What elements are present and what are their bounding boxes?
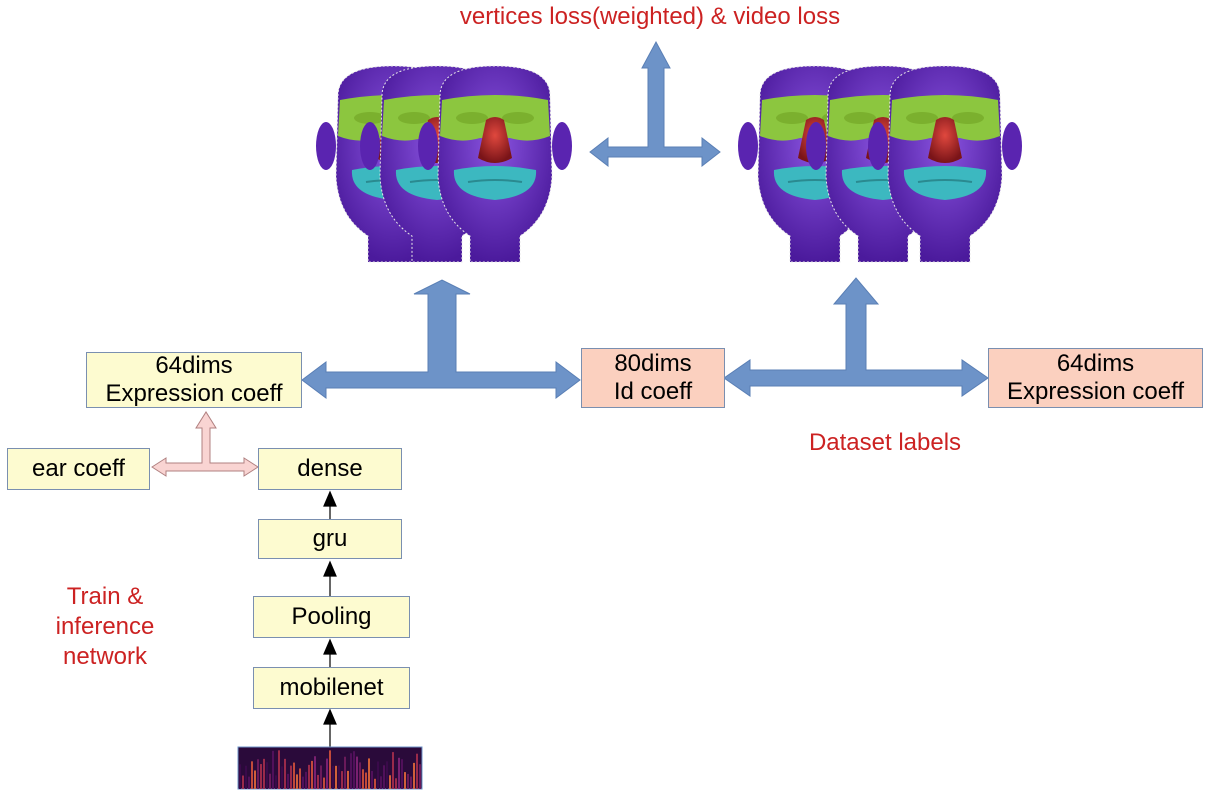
id-coeff-box: 80dims Id coeff [581,348,725,408]
network-arrows [323,490,337,747]
spectrogram-band [293,762,295,789]
gru-layer-label: gru [312,525,348,552]
spectrogram-band [308,764,310,789]
label-expression-box: 64dims Expression coeff [988,348,1203,408]
spectrogram-band [242,775,244,789]
spectrogram-band [320,765,322,789]
label-expression-label: Expression coeff [1007,378,1184,405]
mobilenet-layer-label: mobilenet [279,674,384,701]
predicted-expression-box: 64dims Expression coeff [86,352,302,408]
spectrogram-band [266,762,268,789]
spectrogram-band [371,770,373,789]
spectrogram-band [260,764,262,789]
dataset-labels-caption: Dataset labels [808,429,962,456]
spectrogram-band [248,776,250,789]
spectrogram-band [338,765,340,789]
spectrogram-band [365,772,367,789]
spectrogram-band [299,768,301,789]
pred-to-id-arrow [301,279,581,399]
spectrogram-band [251,761,253,789]
id-coeff-dims: 80dims [614,350,692,377]
spectrogram-band [386,761,388,789]
network-caption-line-3: network [62,643,148,670]
network-caption-line-1: Train & [66,583,144,610]
mobilenet-layer-box: mobilenet [253,667,410,709]
spectrogram-band [284,758,286,789]
spectrogram-band [341,771,343,789]
spectrogram-band [383,765,385,789]
network-caption-line-2: inference [55,613,155,640]
spectrogram-band [326,758,328,789]
spectrogram-band [413,762,415,789]
spectrogram-band [389,775,391,789]
spectrogram-band [362,769,364,789]
label-expression-dims: 64dims [1056,350,1135,377]
spectrogram-band [407,773,409,789]
spectrogram-band [269,773,271,789]
spectrogram-band [257,759,259,789]
spectrogram-band [290,765,292,789]
network-caption: Train & inference network [30,582,180,672]
spectrogram-band [356,756,358,789]
spectrogram-band [317,774,319,789]
spectrogram-band [416,753,418,789]
spectrogram-band [329,750,331,789]
spectrogram-band [380,776,382,789]
spectrogram-band [323,777,325,789]
spectrogram-band [335,765,337,789]
predicted-expression-dims: 64dims [155,352,233,379]
spectrogram-band [401,759,403,789]
predicted-expression-label: Expression coeff [105,380,283,407]
spectrogram-band [377,761,379,789]
loss-title: vertices loss(weighted) & video loss [459,3,841,30]
spectrogram-band [332,765,334,789]
ear-dense-arrow [151,411,259,477]
spectrogram-band [353,751,355,789]
spectrogram-band [395,778,397,789]
dense-layer-box: dense [258,448,402,490]
gru-layer-box: gru [258,519,402,559]
spectrogram-band [398,757,400,789]
spectrogram-band [392,752,394,789]
id-coeff-label: Id coeff [613,378,693,405]
spectrogram-band [374,778,376,789]
spectrogram-band [272,750,274,789]
spectrogram-band [275,775,277,789]
spectrogram-band [302,776,304,789]
spectrogram-band [245,765,247,789]
spectrogram-band [314,756,316,789]
spectrogram-band [419,764,421,789]
pooling-layer-label: Pooling [291,603,372,630]
ear-coeff-box: ear coeff [7,448,150,490]
dense-layer-label: dense [297,455,363,482]
loss-arrow [589,40,721,168]
spectrogram-band [404,772,406,789]
spectrogram-band [311,760,313,789]
spectrogram-band [347,770,349,789]
spectrogram-band [287,773,289,789]
spectrogram-band [410,776,412,789]
spectrogram-band [296,774,298,789]
spectrogram-band [368,758,370,789]
spectrogram-band [254,770,256,789]
spectrogram-band [350,753,352,789]
spectrogram-band [359,762,361,789]
spectrogram-band [263,758,265,789]
ear-coeff-label: ear coeff [32,455,125,482]
spectrogram-icon [237,746,423,790]
spectrogram-band [281,766,283,789]
id-to-label-arrow [723,277,989,397]
spectrogram-band [278,750,280,789]
pooling-layer-box: Pooling [253,596,410,638]
spectrogram-band [305,771,307,789]
spectrogram-band [344,756,346,789]
spectrogram-band [239,764,241,789]
